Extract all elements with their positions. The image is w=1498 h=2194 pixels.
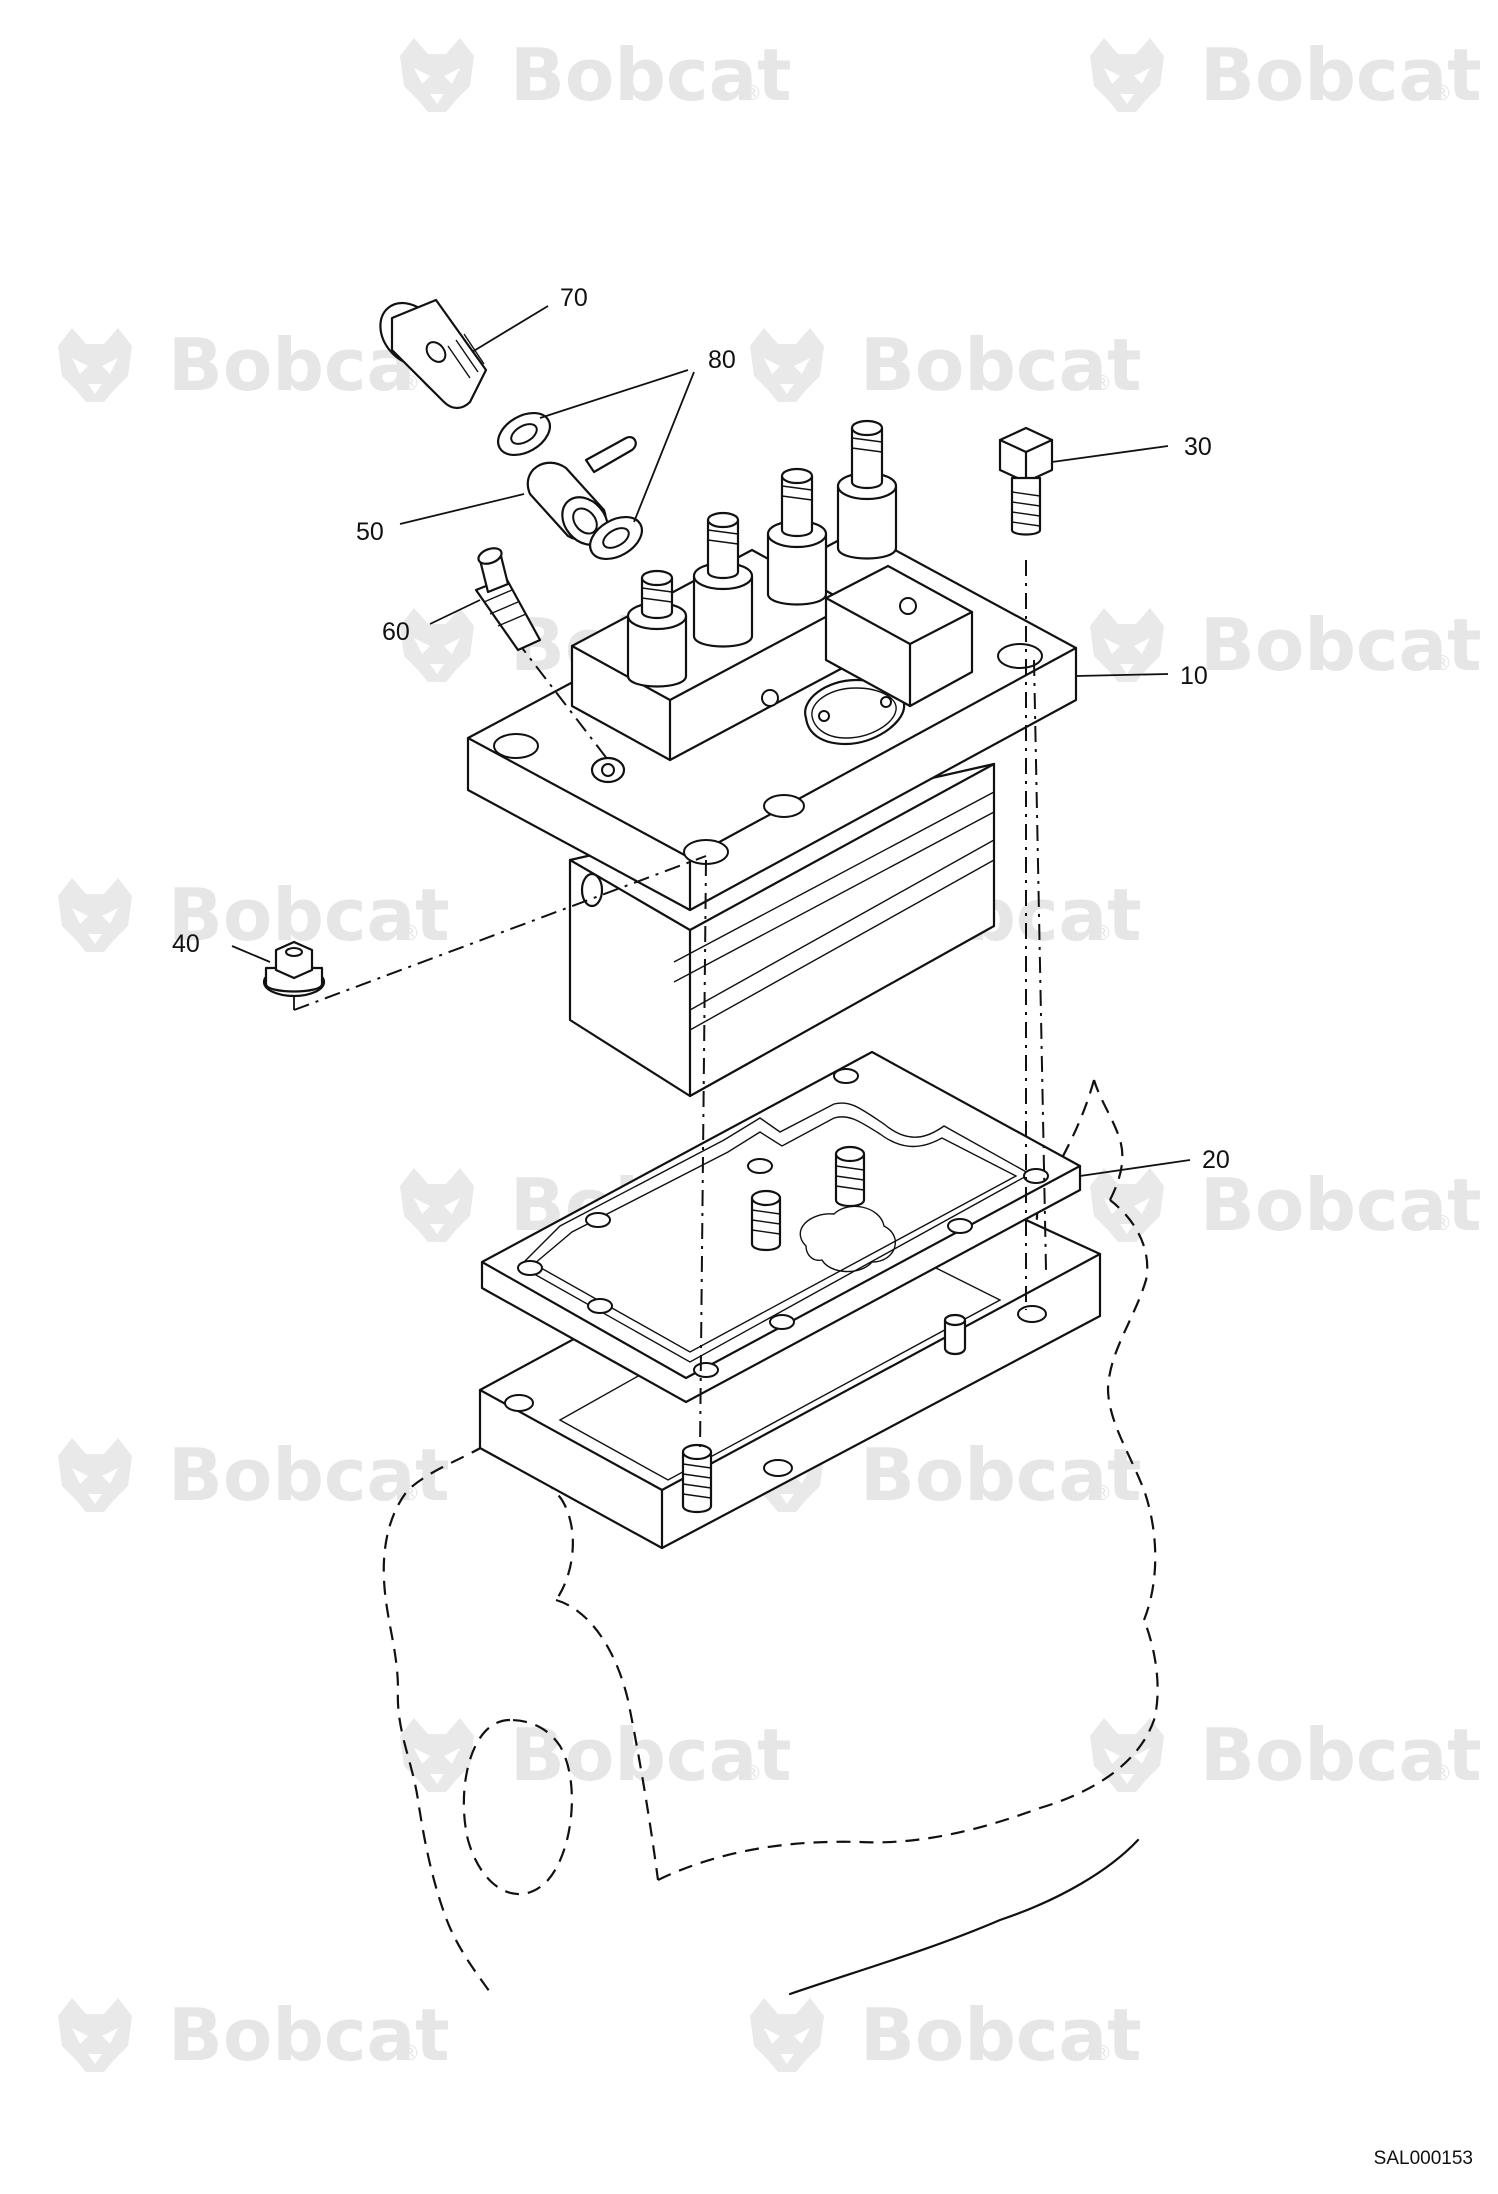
bobcat-head-icon [58,328,132,402]
bobcat-watermark: Bobcat® [58,873,450,957]
watermark-brand-text: Bobcat [168,1993,450,2077]
watermark-brand-text: Bobcat [168,873,450,957]
watermark-registered-mark: ® [742,81,762,105]
watermark-registered-mark: ® [1432,1211,1452,1235]
stud-right [834,1145,866,1208]
watermark-registered-mark: ® [400,371,420,395]
washer-lower-part-80 [589,515,643,561]
bobcat-head-icon [1090,1168,1164,1242]
injection-pump-part-10 [466,419,1078,1098]
delivery-valve-4 [836,419,898,560]
callout-20: 20 [1202,1146,1230,1174]
drawing-reference-code: SAL000153 [1374,2148,1473,2169]
bobcat-head-icon [400,608,474,682]
watermark-brand-text: Bobcat [860,1433,1142,1517]
bobcat-watermark: Bobcat® [1090,603,1482,687]
leader-lines [231,305,1191,1177]
bobcat-watermark: Bobcat® [58,1433,450,1517]
bobcat-watermark: Bobcat® [750,1993,1142,2077]
callout-labels: 70 80 50 60 30 10 20 40 [172,284,1230,1174]
bobcat-head-icon [58,1438,132,1512]
bobcat-head-icon [750,328,824,402]
bobcat-head-icon [400,38,474,112]
watermark-registered-mark: ® [1432,651,1452,675]
watermark-brand-text: Bobcat [1200,1713,1482,1797]
delivery-valve-3 [766,467,828,606]
bobcat-watermark: Bobcat® [400,1713,792,1797]
watermark-registered-mark: ® [1092,2041,1112,2065]
watermark-registered-mark: ® [400,921,420,945]
stud-left [750,1189,782,1252]
callout-40: 40 [172,930,200,958]
watermark-brand-text: Bobcat [1200,33,1482,117]
fitting-part-60 [474,547,542,652]
watermark-brand-text: Bobcat [860,323,1142,407]
bobcat-watermark: Bobcat® [750,323,1142,407]
callout-30: 30 [1184,433,1212,461]
callout-80: 80 [708,346,736,374]
watermark-registered-mark: ® [1092,1481,1112,1505]
callout-10: 10 [1180,662,1208,690]
bobcat-head-icon [400,1718,474,1792]
watermark-registered-mark: ® [1092,371,1112,395]
watermark-brand-text: Bobcat [1200,1163,1482,1247]
watermark-registered-mark: ® [1432,81,1452,105]
bobcat-head-icon [1090,38,1164,112]
watermark-registered-mark: ® [1432,1761,1452,1785]
bobcat-head-icon [1090,1718,1164,1792]
watermark-brand-text: Bobcat [510,1713,792,1797]
delivery-valve-2 [692,511,754,648]
callout-70: 70 [560,284,588,312]
bolt-part-30 [998,426,1054,536]
watermark-brand-text: Bobcat [1200,603,1482,687]
callout-60: 60 [382,618,410,646]
watermark-brand-text: Bobcat [860,1993,1142,2077]
watermark-brand-text: Bobcat [168,1433,450,1517]
assembly-centerlines [293,560,1047,1451]
bobcat-watermark: Bobcat® [1090,33,1482,117]
bobcat-head-icon [58,878,132,952]
washer-upper-part-80 [497,411,551,457]
bobcat-watermark: Bobcat® [750,1433,1142,1517]
watermark-registered-mark: ® [1092,921,1112,945]
gasket-part-20 [480,1050,1082,1404]
stud-flange [681,1443,713,1514]
bobcat-watermark: Bobcat® [58,1993,450,2077]
banjo-bolt-part-70 [379,298,488,410]
watermark-registered-mark: ® [400,1481,420,1505]
bobcat-head-icon [750,1998,824,2072]
bobcat-head-icon [1090,608,1164,682]
banjo-fitting-part-50 [526,436,637,546]
bobcat-head-icon [400,1168,474,1242]
bobcat-watermark: Bobcat® [1090,1163,1482,1247]
callout-50: 50 [356,518,384,546]
nut-part-40 [262,940,326,1010]
watermark-registered-mark: ® [400,2041,420,2065]
watermark-registered-mark: ® [742,1761,762,1785]
bobcat-watermark: Bobcat® [400,33,792,117]
watermark-layer: Bobcat®Bobcat®Bobcat®Bobcat®Bobcat®Bobca… [58,33,1482,2077]
bobcat-head-icon [58,1998,132,2072]
watermark-brand-text: Bobcat [510,33,792,117]
delivery-valve-1 [626,569,688,688]
bobcat-watermark: Bobcat® [1090,1713,1482,1797]
